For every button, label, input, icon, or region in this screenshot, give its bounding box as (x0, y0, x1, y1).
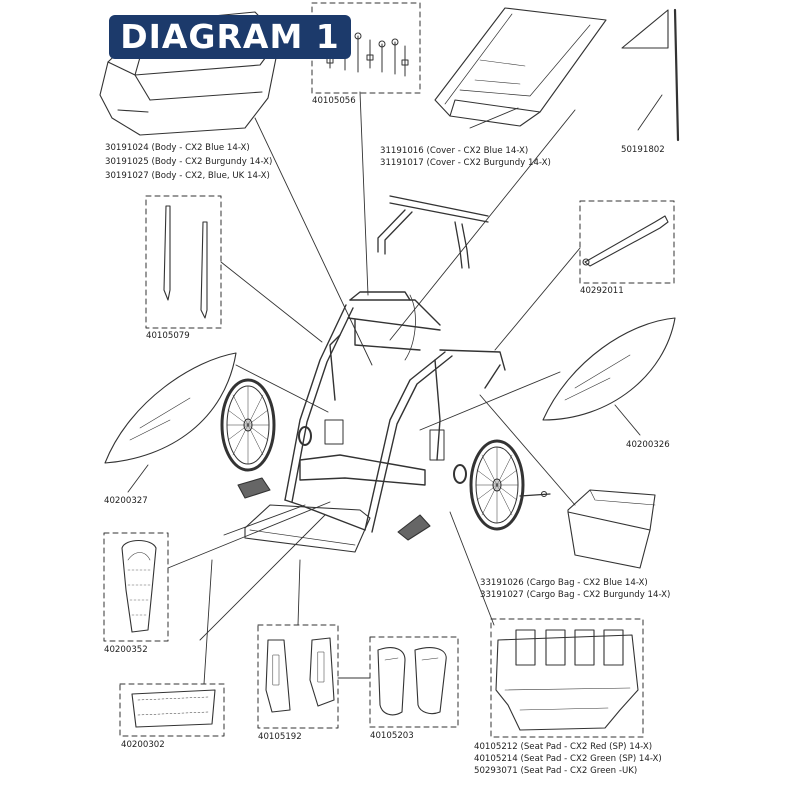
label-body-2: 30191025 (Body - CX2 Burgundy 14-X) (105, 157, 273, 167)
bottom-tray (244, 504, 371, 553)
footplates (237, 477, 431, 541)
seat-pad-part (495, 629, 639, 731)
wheel-hubs (298, 426, 551, 498)
label-strips: 40105079 (146, 331, 190, 341)
diagram-title: DIAGRAM 1 (109, 15, 351, 59)
cargo-bag-part (567, 489, 656, 569)
label-side-pads: 40105192 (258, 732, 302, 742)
label-body-3: 30191027 (Body - CX2, Blue, UK 14-X) (105, 171, 270, 181)
flag-part (621, 8, 680, 142)
brake-lever-part (582, 215, 669, 267)
label-cover-1: 31191016 (Cover - CX2 Blue 14-X) (380, 146, 529, 156)
mat-part (131, 689, 216, 728)
label-hardware: 40105056 (312, 96, 356, 106)
headrest-part (121, 539, 157, 633)
label-brake: 40292011 (580, 286, 624, 296)
handlebar-part (377, 195, 489, 269)
strips-part (163, 205, 208, 319)
label-window-right: 40200326 (626, 440, 670, 450)
label-small-pads: 40105203 (370, 731, 414, 741)
left-window-part (104, 352, 237, 464)
stroller-frame (284, 291, 506, 533)
right-wheel (469, 439, 525, 531)
right-window-part (542, 317, 676, 421)
side-pads-part (265, 637, 335, 713)
left-wheel (220, 378, 276, 472)
label-cargo-1: 33191026 (Cargo Bag - CX2 Blue 14-X) (480, 578, 648, 588)
label-seat-3: 50293071 (Seat Pad - CX2 Green -UK) (474, 766, 638, 776)
label-cover-2: 31191017 (Cover - CX2 Burgundy 14-X) (380, 158, 551, 168)
label-mat: 40200302 (121, 740, 165, 750)
label-window-left: 40200327 (104, 496, 148, 506)
leader-lines (127, 91, 663, 685)
small-pads-part (377, 647, 447, 716)
label-body-1: 30191024 (Body - CX2 Blue 14-X) (105, 143, 250, 153)
cover-part (434, 7, 607, 127)
label-seat-1: 40105212 (Seat Pad - CX2 Red (SP) 14-X) (474, 742, 653, 752)
label-headrest: 40200352 (104, 645, 148, 655)
label-flag: 50191802 (621, 145, 665, 155)
label-cargo-2: 33191027 (Cargo Bag - CX2 Burgundy 14-X) (480, 590, 671, 600)
label-seat-2: 40105214 (Seat Pad - CX2 Green (SP) 14-X… (474, 754, 662, 764)
